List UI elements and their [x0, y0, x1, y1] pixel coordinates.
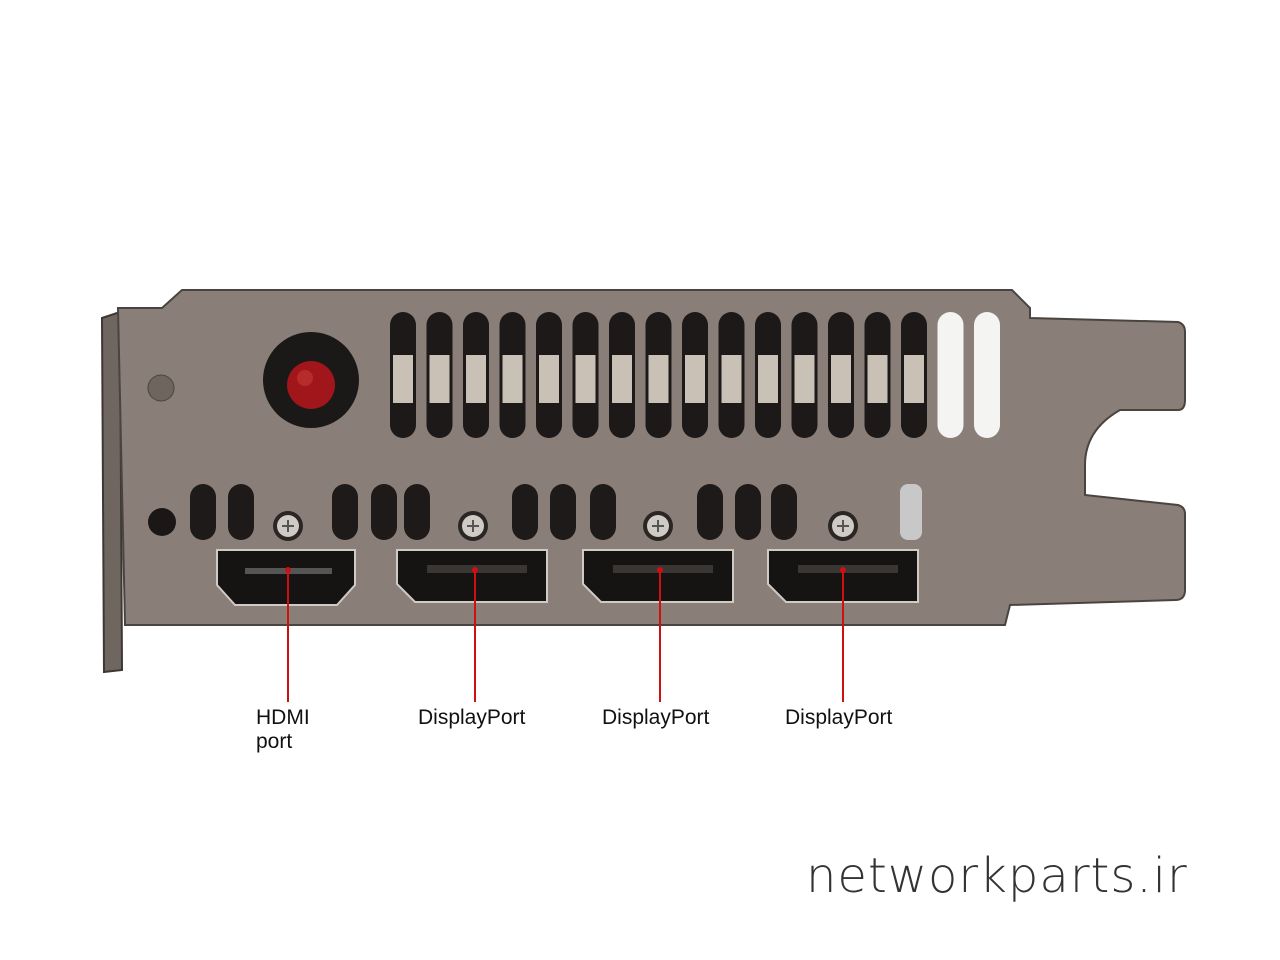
- displayport-port: [582, 549, 734, 603]
- vent-heatsink: [429, 355, 450, 403]
- displayport-pins: [798, 565, 898, 573]
- vent-heatsink: [904, 355, 924, 403]
- lower-slot: [332, 484, 358, 540]
- callout-dot: [472, 567, 478, 573]
- vent-heatsink: [831, 355, 851, 403]
- vent-heatsink: [867, 355, 888, 403]
- vent-slots: [390, 312, 1000, 438]
- screw-cross: [652, 520, 664, 532]
- displayport-port: [396, 549, 548, 603]
- lower-slot: [512, 484, 538, 540]
- lower-slot: [697, 484, 723, 540]
- vent-heatsink: [539, 355, 559, 403]
- callout-dot: [657, 567, 663, 573]
- callout-dot: [285, 567, 291, 573]
- label-hdmi: HDMI port: [256, 706, 310, 754]
- vent-heatsink: [685, 355, 705, 403]
- lower-slot: [190, 484, 216, 540]
- lower-slot: [404, 484, 430, 540]
- watermark-logo: networkparts.ir: [806, 848, 1188, 904]
- lower-slot: [228, 484, 254, 540]
- label-hdmi-line1: HDMI: [256, 706, 310, 729]
- label-displayport-3: DisplayPort: [785, 706, 893, 729]
- vent-heatsink: [466, 355, 486, 403]
- lower-slot: [550, 484, 576, 540]
- vent-heatsink: [721, 355, 742, 403]
- screw-cross: [282, 520, 294, 532]
- lower-slot: [590, 484, 616, 540]
- displayport-pins: [613, 565, 713, 573]
- hdmi-port: [216, 549, 356, 606]
- vent-slot: [974, 312, 1000, 438]
- led-indicator: [287, 361, 335, 409]
- vent-heatsink: [612, 355, 632, 403]
- label-hdmi-line2: port: [256, 730, 293, 753]
- lower-slot: [735, 484, 761, 540]
- screw-cross: [837, 520, 849, 532]
- vent-heatsink: [502, 355, 523, 403]
- screw-cross: [467, 520, 479, 532]
- vent-heatsink: [393, 355, 413, 403]
- callout-dot: [840, 567, 846, 573]
- led-highlight: [297, 370, 313, 386]
- vent-heatsink: [575, 355, 596, 403]
- vent-heatsink: [648, 355, 669, 403]
- bracket-lip: [100, 310, 124, 674]
- label-displayport-1: DisplayPort: [418, 706, 526, 729]
- vent-heatsink: [794, 355, 815, 403]
- label-displayport-2: DisplayPort: [602, 706, 710, 729]
- mounting-hole: [147, 374, 175, 402]
- vent-slot: [937, 312, 964, 438]
- lower-hole: [148, 508, 176, 536]
- lower-slot: [771, 484, 797, 540]
- vent-heatsink: [758, 355, 778, 403]
- lower-slot: [900, 484, 922, 540]
- lower-slots: [190, 484, 922, 540]
- lower-slot: [371, 484, 397, 540]
